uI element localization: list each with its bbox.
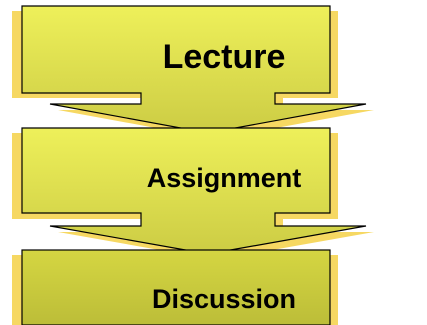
stage-discussion-label: Discussion (152, 284, 296, 314)
stage-lecture-arrow-box (21, 5, 367, 134)
stage-assignment: Assignment (12, 127, 374, 260)
stage-lecture: Lecture (12, 5, 374, 139)
stage-discussion-box (21, 249, 331, 325)
stage-lecture-label: Lecture (163, 38, 286, 76)
stage-assignment-label: Assignment (147, 163, 302, 193)
stage-assignment-arrow-box (21, 127, 367, 255)
stage-discussion: Discussion (12, 249, 338, 325)
